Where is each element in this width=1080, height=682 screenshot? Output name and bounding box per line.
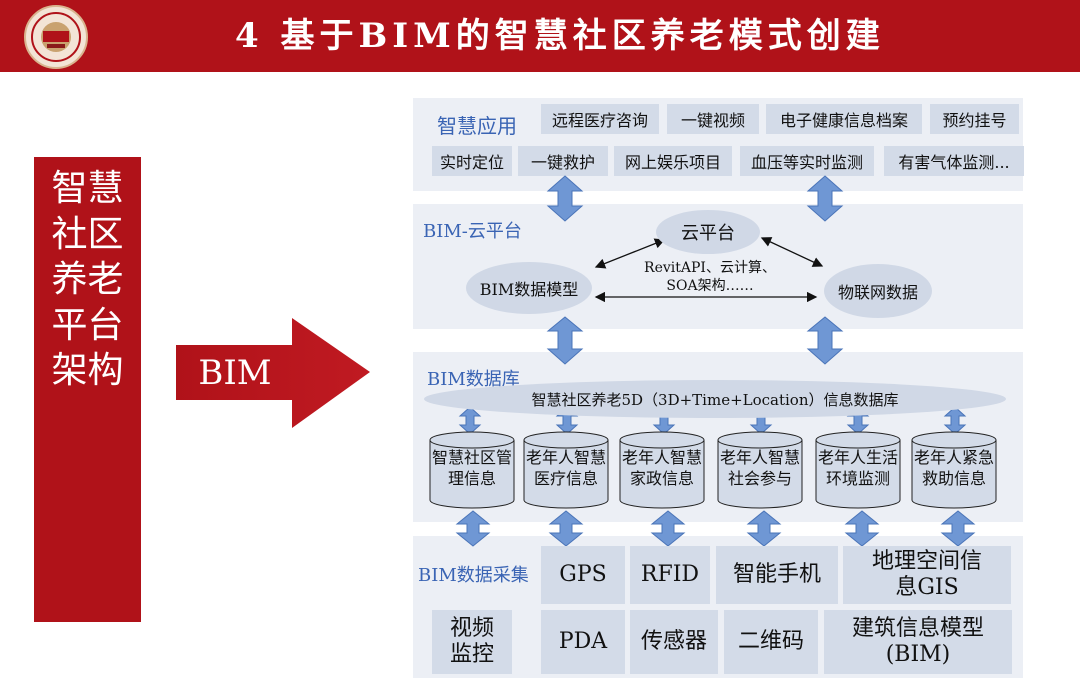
main-5d-database: 智慧社区养老5D（3D+Time+Location）信息数据库 xyxy=(424,380,1006,418)
store-environment-monitor: 老年人生活环境监测 xyxy=(817,448,898,488)
bim-arrow-label: BIM xyxy=(198,353,272,393)
collect-gis: 地理空间信息GIS xyxy=(843,546,1011,604)
app-health-record: 电子健康信息档案 xyxy=(766,104,922,134)
bim-model-node: BIM数据模型 xyxy=(466,262,592,314)
store-community-management: 智慧社区管理信息 xyxy=(431,448,512,488)
store-emergency-rescue: 老年人紧急救助信息 xyxy=(913,448,994,488)
collect-gps: GPS xyxy=(541,546,625,604)
app-location: 实时定位 xyxy=(432,146,512,176)
collect-bim-model: 建筑信息模型(BIM) xyxy=(824,610,1012,674)
collect-rfid: RFID xyxy=(630,546,710,604)
store-social-participation: 老年人智慧社会参与 xyxy=(719,448,800,488)
collect-smartphone: 智能手机 xyxy=(716,546,838,604)
app-entertainment: 网上娱乐项目 xyxy=(614,146,732,176)
collect-qrcode: 二维码 xyxy=(724,610,818,674)
store-housekeeping: 老年人智慧家政信息 xyxy=(621,448,702,488)
app-rescue: 一键救护 xyxy=(518,146,608,176)
side-label: 智慧社区养老平台架构 xyxy=(51,168,124,391)
app-gas-monitor: 有害气体监测... xyxy=(884,146,1024,176)
cloud-heading: BIM-云平台 xyxy=(423,221,522,242)
cloud-tech-line-1: RevitAPI、云计算、 xyxy=(644,260,776,276)
collect-sensor: 传感器 xyxy=(630,610,718,674)
iot-data-node: 物联网数据 xyxy=(824,264,932,318)
app-video: 一键视频 xyxy=(667,104,759,134)
store-medical: 老年人智慧医疗信息 xyxy=(525,448,606,488)
cloud-tech-line-2: SOA架构…… xyxy=(666,278,754,294)
app-blood-pressure: 血压等实时监测 xyxy=(740,146,874,176)
database-heading: BIM数据库 xyxy=(427,369,520,390)
cloud-platform-node: 云平台 xyxy=(656,210,760,254)
title-bar xyxy=(0,0,1080,72)
collect-pda: PDA xyxy=(541,610,625,674)
bim-arrow-icon xyxy=(176,318,370,428)
side-label-box xyxy=(34,157,141,622)
slide-title: 4 基于BIM的智慧社区养老模式创建 xyxy=(235,16,885,56)
apps-heading: 智慧应用 xyxy=(437,114,517,138)
collect-video-monitor: 视频监控 xyxy=(432,610,512,674)
collect-heading: BIM数据采集 xyxy=(418,565,529,586)
university-seal-icon xyxy=(12,4,100,70)
app-remote-consult: 远程医疗咨询 xyxy=(541,104,659,134)
app-appointment: 预约挂号 xyxy=(930,104,1019,134)
